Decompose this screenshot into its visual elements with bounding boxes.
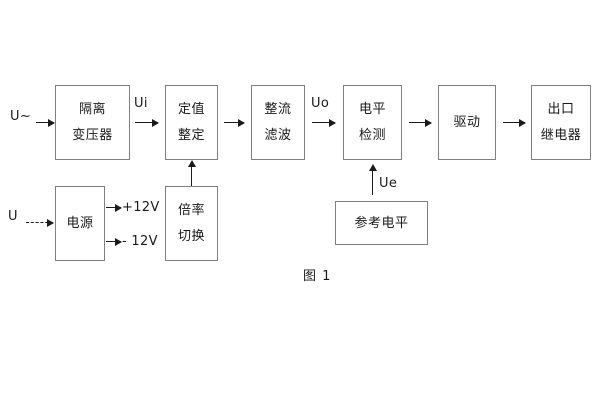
figure-caption: 图 1 bbox=[303, 269, 332, 284]
supply-label-positive: +12V bbox=[122, 200, 160, 215]
block-output-relay-line2: 继电器 bbox=[540, 128, 582, 143]
arrow-rectify-filter-to-level-detection bbox=[312, 119, 336, 127]
arrow-reference-level-to-level-detection bbox=[368, 164, 377, 195]
block-drive: 驱动 bbox=[438, 85, 496, 160]
arrow-supply-positive bbox=[106, 204, 122, 212]
arrow-drive-to-output-relay bbox=[503, 119, 526, 127]
block-level-detection: 电平 检测 bbox=[343, 85, 402, 160]
block-isolation-transformer-line1: 隔离 bbox=[78, 102, 106, 117]
arrow-multiplier-switch-to-setting-value bbox=[187, 160, 196, 187]
input-label-dc: U bbox=[8, 209, 18, 224]
input-label-ac: U~ bbox=[10, 109, 32, 124]
block-power-supply: 电源 bbox=[55, 186, 105, 261]
block-output-relay: 出口 继电器 bbox=[531, 85, 591, 160]
block-isolation-transformer-line2: 变压器 bbox=[72, 128, 113, 143]
arrow-ac-to-isolation-transformer bbox=[36, 119, 55, 127]
block-multiplier-switch: 倍率 切换 bbox=[165, 186, 218, 261]
block-isolation-transformer: 隔离 变压器 bbox=[55, 85, 130, 160]
block-level-detection-line1: 电平 bbox=[358, 102, 386, 117]
supply-label-negative: - 12V bbox=[122, 234, 158, 249]
block-setting-value: 定值 整定 bbox=[165, 85, 218, 160]
block-setting-value-line2: 整定 bbox=[177, 128, 205, 143]
block-drive-line1: 驱动 bbox=[453, 115, 481, 130]
block-output-relay-line1: 出口 bbox=[547, 102, 575, 117]
arrow-level-detection-to-drive bbox=[409, 119, 432, 127]
signal-label-ue: Ue bbox=[379, 176, 398, 191]
arrow-dc-to-power-supply bbox=[26, 219, 54, 227]
block-rectify-filter-line1: 整流 bbox=[264, 102, 292, 117]
block-rectify-filter: 整流 滤波 bbox=[251, 85, 305, 160]
arrow-setting-value-to-rectify-filter bbox=[224, 119, 245, 127]
arrow-isolation-transformer-to-setting-value bbox=[135, 119, 159, 127]
block-setting-value-line1: 定值 bbox=[177, 102, 205, 117]
block-power-supply-line1: 电源 bbox=[66, 216, 94, 231]
block-reference-level-line1: 参考电平 bbox=[354, 215, 409, 231]
block-reference-level: 参考电平 bbox=[335, 201, 428, 245]
signal-label-ui: Ui bbox=[134, 96, 148, 111]
block-multiplier-switch-line2: 切换 bbox=[177, 229, 205, 244]
block-level-detection-line2: 检测 bbox=[358, 128, 386, 143]
arrow-supply-negative bbox=[106, 238, 122, 246]
block-rectify-filter-line2: 滤波 bbox=[264, 128, 292, 143]
block-multiplier-switch-line1: 倍率 bbox=[177, 203, 205, 218]
signal-label-uo: Uo bbox=[311, 96, 330, 111]
